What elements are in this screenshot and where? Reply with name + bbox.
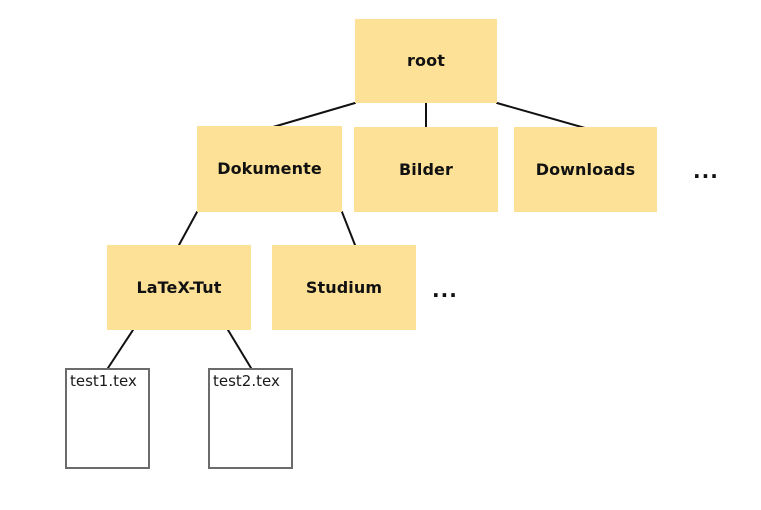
tree-node-dokumente-label: Dokumente bbox=[217, 159, 322, 178]
edge-latex-tut-test1 bbox=[107, 329, 134, 369]
tree-node-bilder[interactable]: Bilder bbox=[354, 127, 498, 212]
tree-node-root-label: root bbox=[407, 51, 445, 70]
tree-node-bilder-label: Bilder bbox=[399, 159, 453, 179]
tree-node-studium-label: Studium bbox=[305, 277, 383, 297]
tree-node-downloads[interactable]: Downloads bbox=[514, 127, 657, 212]
tree-node-latex-tut-label: LaTeX-Tut bbox=[136, 277, 222, 297]
tree-node-studium[interactable]: Studium bbox=[272, 245, 416, 330]
tree-node-downloads-label: Downloads bbox=[535, 159, 636, 179]
tree-node-dokumente[interactable]: Dokumente bbox=[197, 126, 342, 212]
ellipsis-level2-more-folders: ... bbox=[432, 278, 458, 302]
tree-node-test1-tex-label: test1.tex bbox=[70, 372, 137, 390]
tree-node-test1-tex[interactable]: test1.tex bbox=[65, 368, 150, 469]
tree-node-test2-tex[interactable]: test2.tex bbox=[208, 368, 293, 469]
edge-root-dokumente bbox=[272, 102, 356, 128]
edge-dokumente-studium bbox=[341, 211, 356, 246]
tree-node-test2-tex-label: test2.tex bbox=[213, 372, 280, 390]
edge-latex-tut-test2 bbox=[227, 329, 252, 369]
edge-dokumente-latex-tut bbox=[178, 211, 198, 246]
ellipsis-level1-more-folders: ... bbox=[693, 159, 719, 183]
tree-node-root[interactable]: root bbox=[355, 19, 497, 103]
tree-node-latex-tut[interactable]: LaTeX-Tut bbox=[107, 245, 251, 330]
edge-root-downloads bbox=[496, 102, 586, 129]
